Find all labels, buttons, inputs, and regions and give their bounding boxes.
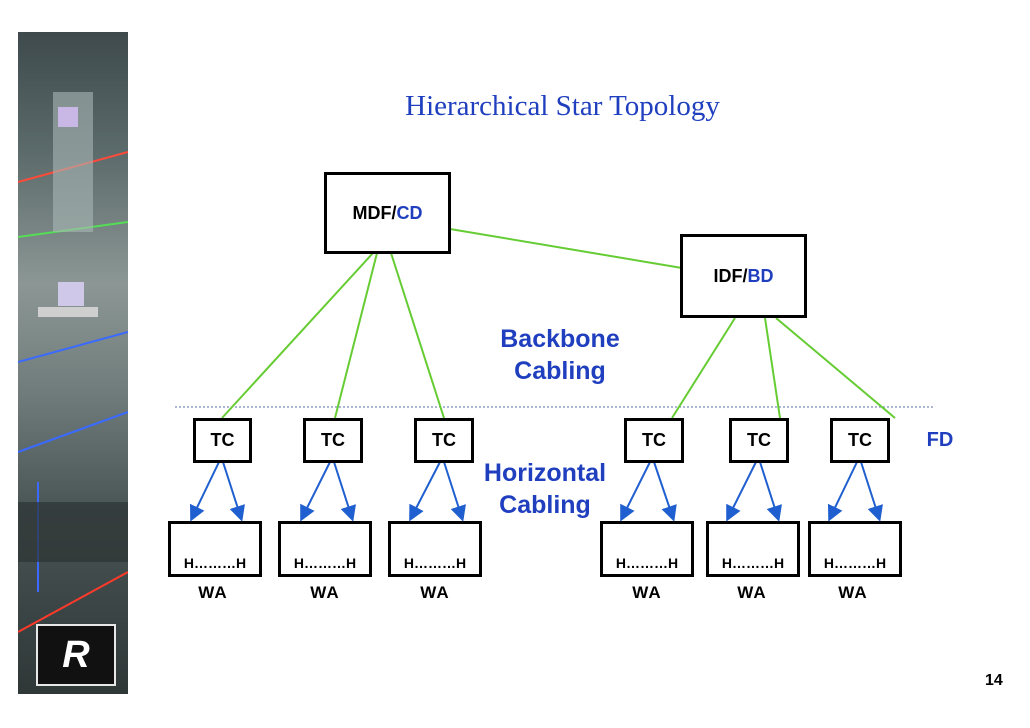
work-area-outlet-box: H………H [278,521,372,577]
wa-label: WA [198,583,228,602]
fd-label: FD [926,429,954,451]
tc-node: TC [193,418,252,463]
tc-node: TC [624,418,684,463]
work-area-outlet-box: H………H [706,521,800,577]
wa-label: WA [310,583,340,602]
work-area-outlet-box: H………H [168,521,262,577]
work-area-outlet-box: H………H [388,521,482,577]
wa-label: WA [737,583,767,602]
slide-title: Hierarchical Star Topology [405,90,720,122]
horizontal-links [190,461,883,522]
wa-label: WA [838,583,868,602]
company-logo: R [36,624,116,686]
mdf-cd-node: MDF/CD [324,172,451,254]
page-number: 14 [985,672,1003,689]
sidebar-photo [18,32,128,694]
wa-label: WA [632,583,662,602]
work-area-outlet-box: H………H [600,521,694,577]
backbone-links [221,228,896,419]
tc-node: TC [303,418,363,463]
tc-node: TC [729,418,789,463]
idf-bd-node: IDF/BD [680,234,807,318]
work-area-outlet-box: H………H [808,521,902,577]
wa-label: WA [420,583,450,602]
tc-node: TC [830,418,890,463]
tc-node: TC [414,418,474,463]
